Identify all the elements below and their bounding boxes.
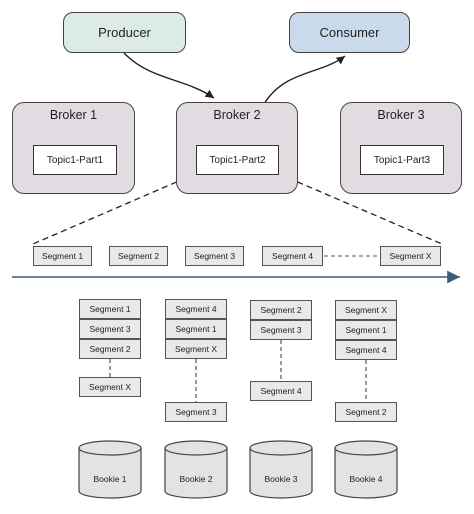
bookie-4-label: Bookie 4: [349, 474, 383, 484]
producer-to-broker2-arrow: [123, 52, 215, 99]
bookie-1-label: Bookie 1: [93, 474, 127, 484]
timeline-segment-x: Segment X: [380, 246, 441, 266]
broker2-to-consumer-arrow: [263, 55, 346, 105]
bookie-3-segment-stack-0: Segment 2: [250, 300, 312, 320]
bookie-1-bottom-segment: Segment X: [79, 377, 141, 397]
bookie-cylinder-2: [164, 440, 228, 499]
timeline-segment-2: Segment 2: [109, 246, 168, 266]
bookie-2-label: Bookie 2: [179, 474, 213, 484]
bookie-1-segment-stack-1: Segment 3: [79, 319, 141, 339]
topic-partition-3: Topic1-Part3: [360, 145, 444, 175]
timeline-segment-3: Segment 3: [185, 246, 244, 266]
timeline-segment-4: Segment 4: [262, 246, 323, 266]
consumer-node: Consumer: [289, 12, 410, 53]
bookie-cylinder-1: [78, 440, 142, 499]
producer-node: Producer: [63, 12, 186, 53]
topic-partition-2: Topic1-Part2: [196, 145, 279, 175]
bookie-3-bottom-segment: Segment 4: [250, 381, 312, 401]
bookie-cylinder-4: [334, 440, 398, 499]
broker-3-label: Broker 3: [377, 108, 425, 122]
bookie-3-segment-stack-1: Segment 3: [250, 320, 312, 340]
bookie-4-bottom-segment: Segment 2: [335, 402, 397, 422]
bookie-2-bottom-segment: Segment 3: [165, 402, 227, 422]
topic-partition-1: Topic1-Part1: [33, 145, 117, 175]
bookie-4-segment-stack-2: Segment 4: [335, 340, 397, 360]
broker-2-label: Broker 2: [213, 108, 261, 122]
bookie-3-label: Bookie 3: [264, 474, 298, 484]
bookie-1-segment-stack-2: Segment 2: [79, 339, 141, 359]
bookie-4-segment-stack-1: Segment 1: [335, 320, 397, 340]
bookie-2-segment-stack-0: Segment 4: [165, 299, 227, 319]
bookie-1-segment-stack-0: Segment 1: [79, 299, 141, 319]
bookie-2-segment-stack-1: Segment 1: [165, 319, 227, 339]
timeline-segment-1: Segment 1: [33, 246, 92, 266]
bookie-4-segment-stack-0: Segment X: [335, 300, 397, 320]
bookie-cylinder-3: [249, 440, 313, 499]
bookie-2-segment-stack-2: Segment X: [165, 339, 227, 359]
broker-1-label: Broker 1: [49, 108, 98, 122]
